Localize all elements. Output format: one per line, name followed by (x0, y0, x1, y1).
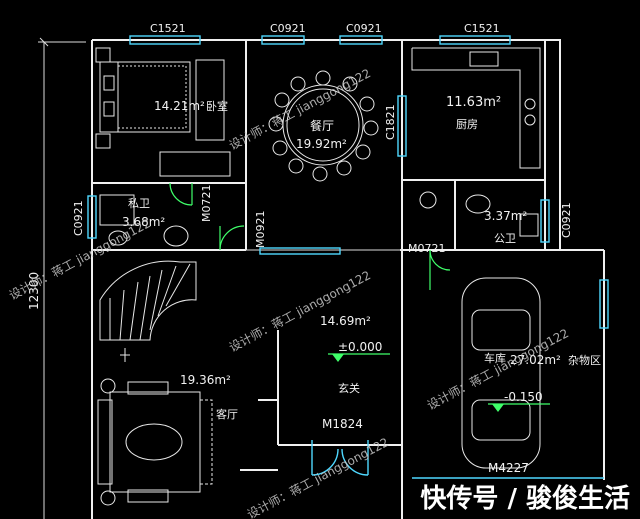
door-label-entry: M1824 (322, 417, 363, 431)
dining-table (268, 70, 379, 182)
private-bath-fixtures (99, 194, 189, 247)
windows (87, 35, 609, 329)
bedroom-name-label: 卧室 (206, 99, 228, 113)
living-name-label: 客厅 (216, 407, 238, 421)
door-label-public-bath: M0721 (408, 242, 446, 255)
foyer-name-label: 玄关 (338, 381, 360, 395)
window-label-right-wall: C0921 (560, 202, 573, 238)
living-sofa (97, 378, 213, 506)
window-label-top-right: C1521 (464, 22, 500, 35)
staircase (99, 260, 197, 362)
window-label-kitchen-side: C1821 (384, 104, 397, 140)
left-dimension-label: 12300 (27, 272, 41, 310)
storage-name-label: 杂物区 (568, 353, 601, 367)
window-label-top-left: C1521 (150, 22, 186, 35)
window-label-top-mid-1: C0921 (270, 22, 306, 35)
garage-name-label: 车库 (484, 351, 506, 365)
kitchen-name-label: 厨房 (456, 118, 478, 131)
bedroom-bed (95, 47, 231, 177)
foyer-level-label: ±0.000 (338, 340, 382, 354)
public-bath-area-label: 3.37m² (484, 209, 527, 223)
dining-name-label: 餐厅 (310, 118, 334, 133)
door-label-bath: M0921 (254, 211, 267, 249)
door-label-garage: M4227 (488, 461, 529, 475)
door-label-bedroom: M0721 (200, 185, 213, 223)
left-dimension (38, 37, 86, 519)
public-bath-fixtures (419, 191, 539, 237)
living-area-label: 19.36m² (180, 373, 231, 387)
window-label-left-wall: C0921 (72, 200, 85, 236)
level-markers (328, 353, 550, 412)
interior-walls (92, 40, 546, 519)
garage-car (461, 277, 541, 469)
private-bath-area-label: 3.68m² (122, 215, 165, 229)
footer-brand: 快传号 / 骏俊生活 (420, 484, 630, 514)
bedroom-area-label: 14.21m² (154, 99, 205, 113)
kitchen-counters (411, 47, 541, 169)
watermark-5: 设计师：蒋工 jianggong122 (245, 435, 391, 519)
public-bath-name-label: 公卫 (494, 232, 516, 245)
exterior-walls (91, 39, 605, 519)
private-bath-name-label: 私卫 (128, 197, 150, 210)
foyer-area-label: 14.69m² (320, 314, 371, 328)
garage-level-label: -0.150 (504, 390, 543, 404)
dining-area-label: 19.92m² (296, 137, 347, 151)
kitchen-area-label: 11.63m² (446, 95, 501, 110)
doors (169, 182, 604, 479)
window-label-top-mid-2: C0921 (346, 22, 382, 35)
garage-area-label: 27.02m² (510, 353, 561, 367)
